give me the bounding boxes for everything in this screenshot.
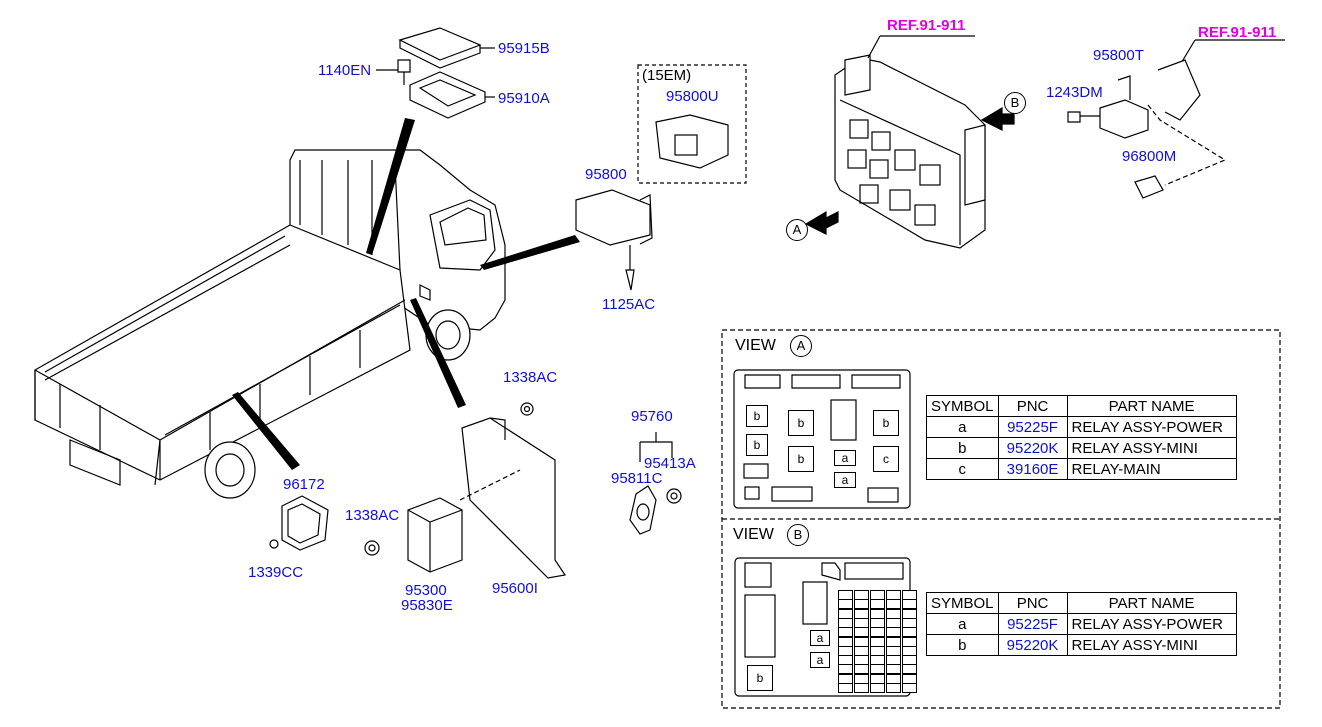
header-part-name: PART NAME [1066, 592, 1237, 614]
cell-symbol: b [926, 437, 999, 459]
airbag-parts [376, 27, 495, 119]
cell-symbol: c [926, 458, 999, 480]
label-1339cc: 1339CC [248, 564, 304, 581]
view-a-mark-c: c [873, 446, 899, 472]
arrow-a-shape [804, 210, 839, 235]
table-row: c 39160E RELAY-MAIN [926, 458, 1237, 480]
label-1243dm: 1243DM [1046, 84, 1103, 101]
fuse-slot [854, 683, 869, 693]
label-95300: 95300 [405, 582, 447, 599]
label-ref-91-911-left: REF.91-911 [887, 17, 966, 34]
cell-part-name: RELAY ASSY-POWER [1066, 416, 1237, 438]
label-95800t: 95800T [1093, 47, 1144, 64]
cell-pnc[interactable]: 39160E [997, 458, 1068, 480]
label-96172: 96172 [283, 476, 325, 493]
cell-symbol: a [926, 416, 999, 438]
junction-box-drawing [834, 54, 986, 249]
cell-part-name: RELAY ASSY-POWER [1066, 613, 1237, 635]
module-96172-drawing [269, 495, 329, 551]
cell-pnc[interactable]: 95220K [997, 634, 1068, 656]
view-b-mark-a: a [810, 630, 830, 646]
module-95300-drawing [407, 497, 463, 573]
cell-part-name: RELAY-MAIN [1066, 458, 1237, 480]
callout-a: A [786, 219, 808, 241]
truck-drawing [34, 149, 506, 499]
label-15em: (15EM) [642, 67, 692, 84]
label-95600i: 95600I [492, 580, 538, 597]
view-b-parts-table: SYMBOL PNC PART NAME a 95225F RELAY ASSY… [926, 592, 1237, 656]
header-symbol: SYMBOL [926, 395, 999, 417]
label-1140en: 1140EN [318, 62, 372, 79]
cell-pnc[interactable]: 95225F [997, 613, 1068, 635]
view-a-letter: A [790, 335, 812, 357]
view-a-mark-b: b [873, 410, 899, 436]
header-pnc: PNC [997, 592, 1068, 614]
view-a-panel [733, 369, 911, 509]
table-row: b 95220K RELAY ASSY-MINI [926, 437, 1237, 459]
view-a-mark-b: b [746, 434, 768, 456]
label-1338ac-left: 1338AC [345, 507, 400, 524]
label-1125ac: 1125AC [602, 296, 656, 313]
table-row: a 95225F RELAY ASSY-POWER [926, 416, 1237, 438]
cell-part-name: RELAY ASSY-MINI [1066, 437, 1237, 459]
table-header-row: SYMBOL PNC PART NAME [926, 395, 1237, 417]
view-b-title: VIEW [733, 526, 774, 543]
fuse-slot [838, 683, 853, 693]
label-95811c: 95811C [611, 470, 663, 487]
label-95800: 95800 [585, 166, 627, 183]
cell-pnc[interactable]: 95220K [997, 437, 1068, 459]
header-symbol: SYMBOL [926, 592, 999, 614]
label-95413a: 95413A [644, 455, 696, 472]
view-b-letter: B [787, 524, 809, 546]
module-95800t-drawing [1067, 59, 1227, 199]
fuse-slot [886, 683, 901, 693]
module-95800-drawing [575, 189, 653, 291]
view-b-mark-a: a [810, 652, 830, 668]
header-pnc: PNC [997, 395, 1068, 417]
cell-symbol: a [926, 613, 999, 635]
table-row: b 95220K RELAY ASSY-MINI [926, 634, 1237, 656]
bracket-95600i-drawing [459, 417, 567, 579]
module-95800u-drawing [655, 114, 729, 169]
leader-wedges [232, 118, 580, 470]
view-a-title: VIEW [735, 337, 776, 354]
label-1338ac-top: 1338AC [503, 369, 558, 386]
view-a-parts-table: SYMBOL PNC PART NAME a 95225F RELAY ASSY… [926, 395, 1237, 480]
cell-pnc[interactable]: 95225F [997, 416, 1068, 438]
arrow-b-shape [980, 106, 1015, 131]
table-row: a 95225F RELAY ASSY-POWER [926, 613, 1237, 635]
view-a-mark-a: a [834, 472, 856, 488]
label-95760: 95760 [631, 408, 673, 425]
fuse-slot [902, 683, 917, 693]
header-part-name: PART NAME [1066, 395, 1237, 417]
key-fob-drawing [629, 432, 682, 535]
label-ref-91-911-right: REF.91-911 [1198, 24, 1277, 41]
view-a-mark-b: b [788, 446, 814, 472]
cell-symbol: b [926, 634, 999, 656]
label-95830e: 95830E [401, 597, 453, 614]
table-header-row: SYMBOL PNC PART NAME [926, 592, 1237, 614]
view-a-mark-a: a [834, 450, 856, 466]
callout-b: B [1004, 92, 1026, 114]
label-96800m: 96800M [1122, 148, 1177, 165]
view-b-mark-b: b [747, 665, 773, 691]
cell-part-name: RELAY ASSY-MINI [1066, 634, 1237, 656]
fuse-slot [870, 683, 885, 693]
label-95915b: 95915B [498, 40, 550, 57]
view-a-mark-b: b [788, 410, 814, 436]
label-95910a: 95910A [498, 90, 550, 107]
15em-dashed-box [637, 64, 747, 184]
view-a-mark-b: b [746, 405, 768, 427]
label-95800u: 95800U [666, 88, 719, 105]
